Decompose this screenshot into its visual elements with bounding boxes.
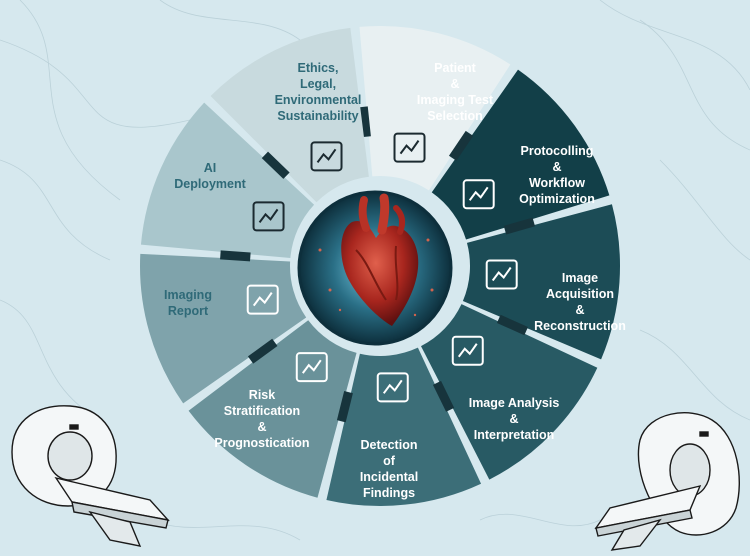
segment-label-incidental: Detection of Incidental Findings [359, 438, 419, 500]
scales-leaf-icon [393, 132, 426, 163]
segment-divider [496, 314, 528, 336]
heart-center [297, 190, 453, 346]
segment-label-analysis: Image Analysis & Interpretation [468, 396, 560, 442]
ct-scanner-left [11, 405, 170, 547]
segment-label-protocolling: Protocolling & Workflow Optimization [519, 144, 595, 206]
segment-risk [140, 253, 307, 404]
monitor-cloud-icon [310, 141, 343, 172]
segment-label-patient: Patient & Imaging Test Selection [416, 61, 494, 123]
heart-illustration [318, 193, 434, 326]
segment-ethics [359, 25, 511, 191]
segment-label-acquisition: Image Acquisition & Reconstruction [534, 271, 626, 333]
segment-divider [432, 380, 455, 412]
segment-incidental [188, 320, 357, 498]
segment-patient [431, 69, 610, 240]
person-speech-icon [252, 201, 285, 232]
segment-divider [261, 151, 290, 179]
segment-protocolling [462, 204, 620, 360]
segment-analysis [326, 347, 482, 506]
segment-label-report: Imaging Report [164, 288, 212, 318]
segment-divider [358, 106, 371, 138]
network-people-icon [462, 179, 495, 210]
magnifier-waveform-icon [295, 352, 328, 383]
segment-divider [220, 250, 251, 262]
segment-label-deployment: AI Deployment [174, 161, 246, 191]
segment-divider [503, 217, 536, 235]
bar-chart-icon [376, 372, 409, 403]
segment-label-ethics: Ethics, Legal, Environmental Sustainabil… [274, 61, 362, 123]
segment-divider [247, 338, 278, 364]
ct-scanner-right [594, 412, 740, 551]
segment-label-risk: Risk Stratification & Prognostication [214, 388, 310, 450]
background-texture [0, 0, 750, 541]
scatter-plot-icon [246, 284, 279, 315]
clipboard-checklist-icon [485, 259, 518, 290]
segment-divider [336, 391, 353, 423]
cubes-icon [451, 335, 484, 366]
segment-divider [448, 130, 474, 161]
